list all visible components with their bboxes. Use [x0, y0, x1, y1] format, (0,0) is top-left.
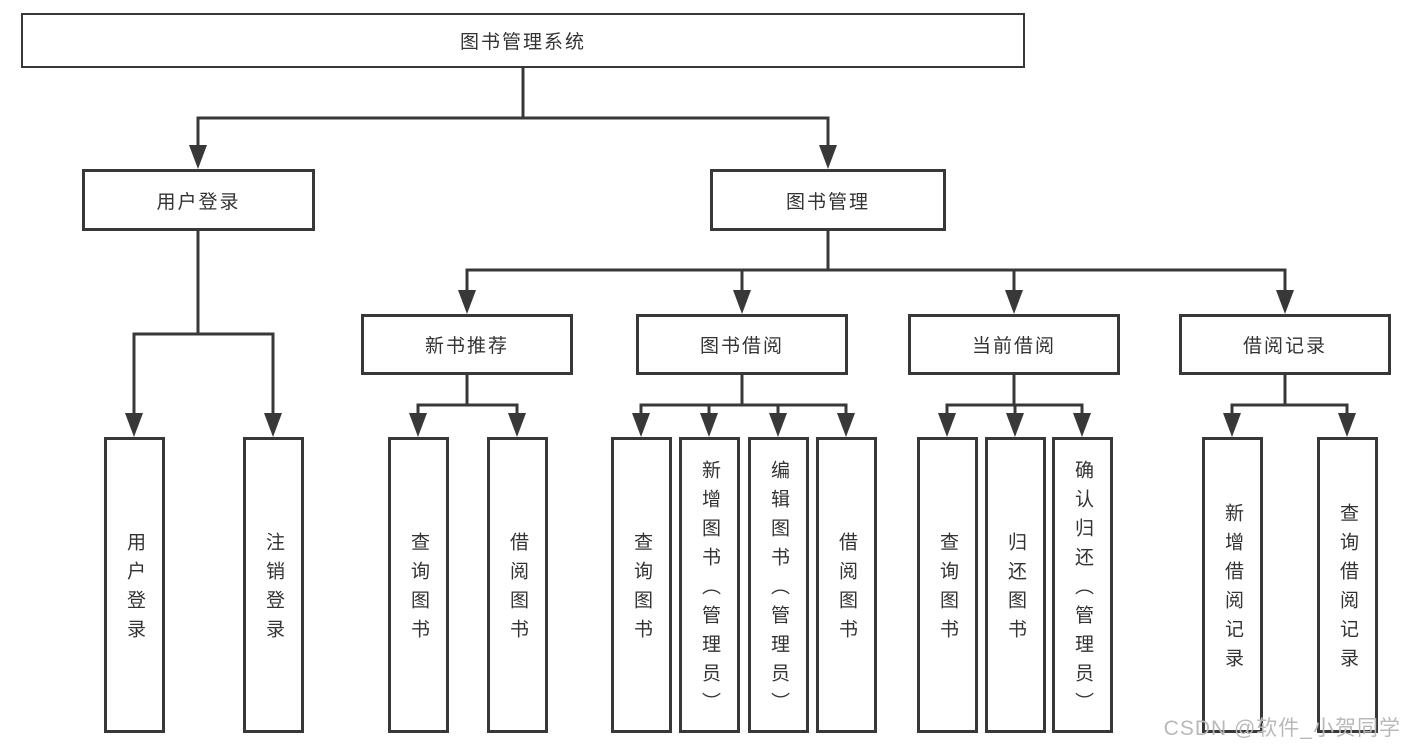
leaf-return-book-label: 归还图书	[1005, 532, 1026, 648]
leaf-edit-book-admin: 编辑图书（管理员）	[748, 437, 809, 733]
node-book-management: 图书管理	[710, 169, 946, 231]
node-book-borrow-label: 图书借阅	[699, 336, 784, 357]
leaf-edit-book-admin-label: 编辑图书（管理员）	[768, 459, 789, 721]
arrowhead-book-borrow-3	[837, 413, 855, 437]
arrowhead-book-borrow-1	[700, 413, 718, 437]
node-user-login: 用户登录	[82, 169, 315, 231]
arrowhead-book-management-2	[1005, 290, 1023, 314]
node-current-borrow-label: 当前借阅	[971, 336, 1056, 357]
node-root-label: 图书管理系统	[459, 32, 586, 53]
leaf-query-borrow-record-label: 查询借阅记录	[1337, 503, 1358, 677]
node-book-management-label: 图书管理	[785, 191, 870, 213]
arrowhead-current-borrow-1	[1006, 413, 1024, 437]
node-user-login-label: 用户登录	[156, 191, 241, 213]
arrowhead-book-management-0	[458, 290, 476, 314]
leaf-return-book: 归还图书	[985, 437, 1046, 733]
node-new-book-recommend-label: 新书推荐	[424, 336, 509, 357]
arrowhead-current-borrow-0	[938, 413, 956, 437]
leaf-add-book-admin-label: 新增图书（管理员）	[699, 459, 720, 721]
leaf-borrow-book-label: 借阅图书	[836, 532, 857, 648]
leaf-query-books-current: 查询图书	[917, 437, 978, 733]
leaf-confirm-return-admin-label: 确认归还（管理员）	[1072, 459, 1093, 721]
leaf-user-login: 用户登录	[104, 437, 165, 733]
leaf-query-books-current-label: 查询图书	[937, 532, 958, 648]
arrowhead-book-management-3	[1276, 290, 1294, 314]
node-new-book-recommend: 新书推荐	[361, 314, 573, 375]
leaf-query-books-borrow-label: 查询图书	[631, 532, 652, 648]
leaf-user-login-label: 用户登录	[124, 532, 145, 648]
leaf-query-borrow-record: 查询借阅记录	[1317, 437, 1378, 733]
leaf-borrow-books-recommend-label: 借阅图书	[507, 532, 528, 648]
leaf-borrow-book: 借阅图书	[816, 437, 877, 733]
leaf-logout-label: 注销登录	[263, 532, 284, 648]
arrowhead-user-login-1	[264, 413, 282, 437]
leaf-query-books-borrow: 查询图书	[611, 437, 672, 733]
leaf-confirm-return-admin: 确认归还（管理员）	[1052, 437, 1113, 733]
leaf-query-books-recommend: 查询图书	[388, 437, 449, 733]
node-current-borrow: 当前借阅	[908, 314, 1120, 375]
arrowhead-borrow-records-1	[1338, 413, 1356, 437]
leaf-add-book-admin: 新增图书（管理员）	[679, 437, 740, 733]
arrowhead-new-book-recommend-1	[508, 413, 526, 437]
arrowhead-borrow-records-0	[1223, 413, 1241, 437]
node-root: 图书管理系统	[21, 13, 1025, 68]
leaf-query-books-recommend-label: 查询图书	[408, 532, 429, 648]
leaf-add-borrow-record-label: 新增借阅记录	[1222, 503, 1243, 677]
node-book-borrow: 图书借阅	[636, 314, 848, 375]
node-borrow-records-label: 借阅记录	[1242, 336, 1327, 357]
arrowhead-new-book-recommend-0	[409, 413, 427, 437]
node-borrow-records: 借阅记录	[1179, 314, 1391, 375]
arrowhead-book-borrow-2	[769, 413, 787, 437]
watermark-text: CSDN @软件_小贺同学	[1163, 717, 1401, 740]
arrowhead-user-login-0	[125, 413, 143, 437]
arrowhead-root-1	[819, 145, 837, 169]
arrowhead-book-management-1	[733, 290, 751, 314]
arrowhead-current-borrow-2	[1073, 413, 1091, 437]
arrowhead-root-0	[189, 145, 207, 169]
leaf-borrow-books-recommend: 借阅图书	[487, 437, 548, 733]
leaf-logout: 注销登录	[243, 437, 304, 733]
arrowhead-book-borrow-0	[632, 413, 650, 437]
leaf-add-borrow-record: 新增借阅记录	[1202, 437, 1263, 733]
